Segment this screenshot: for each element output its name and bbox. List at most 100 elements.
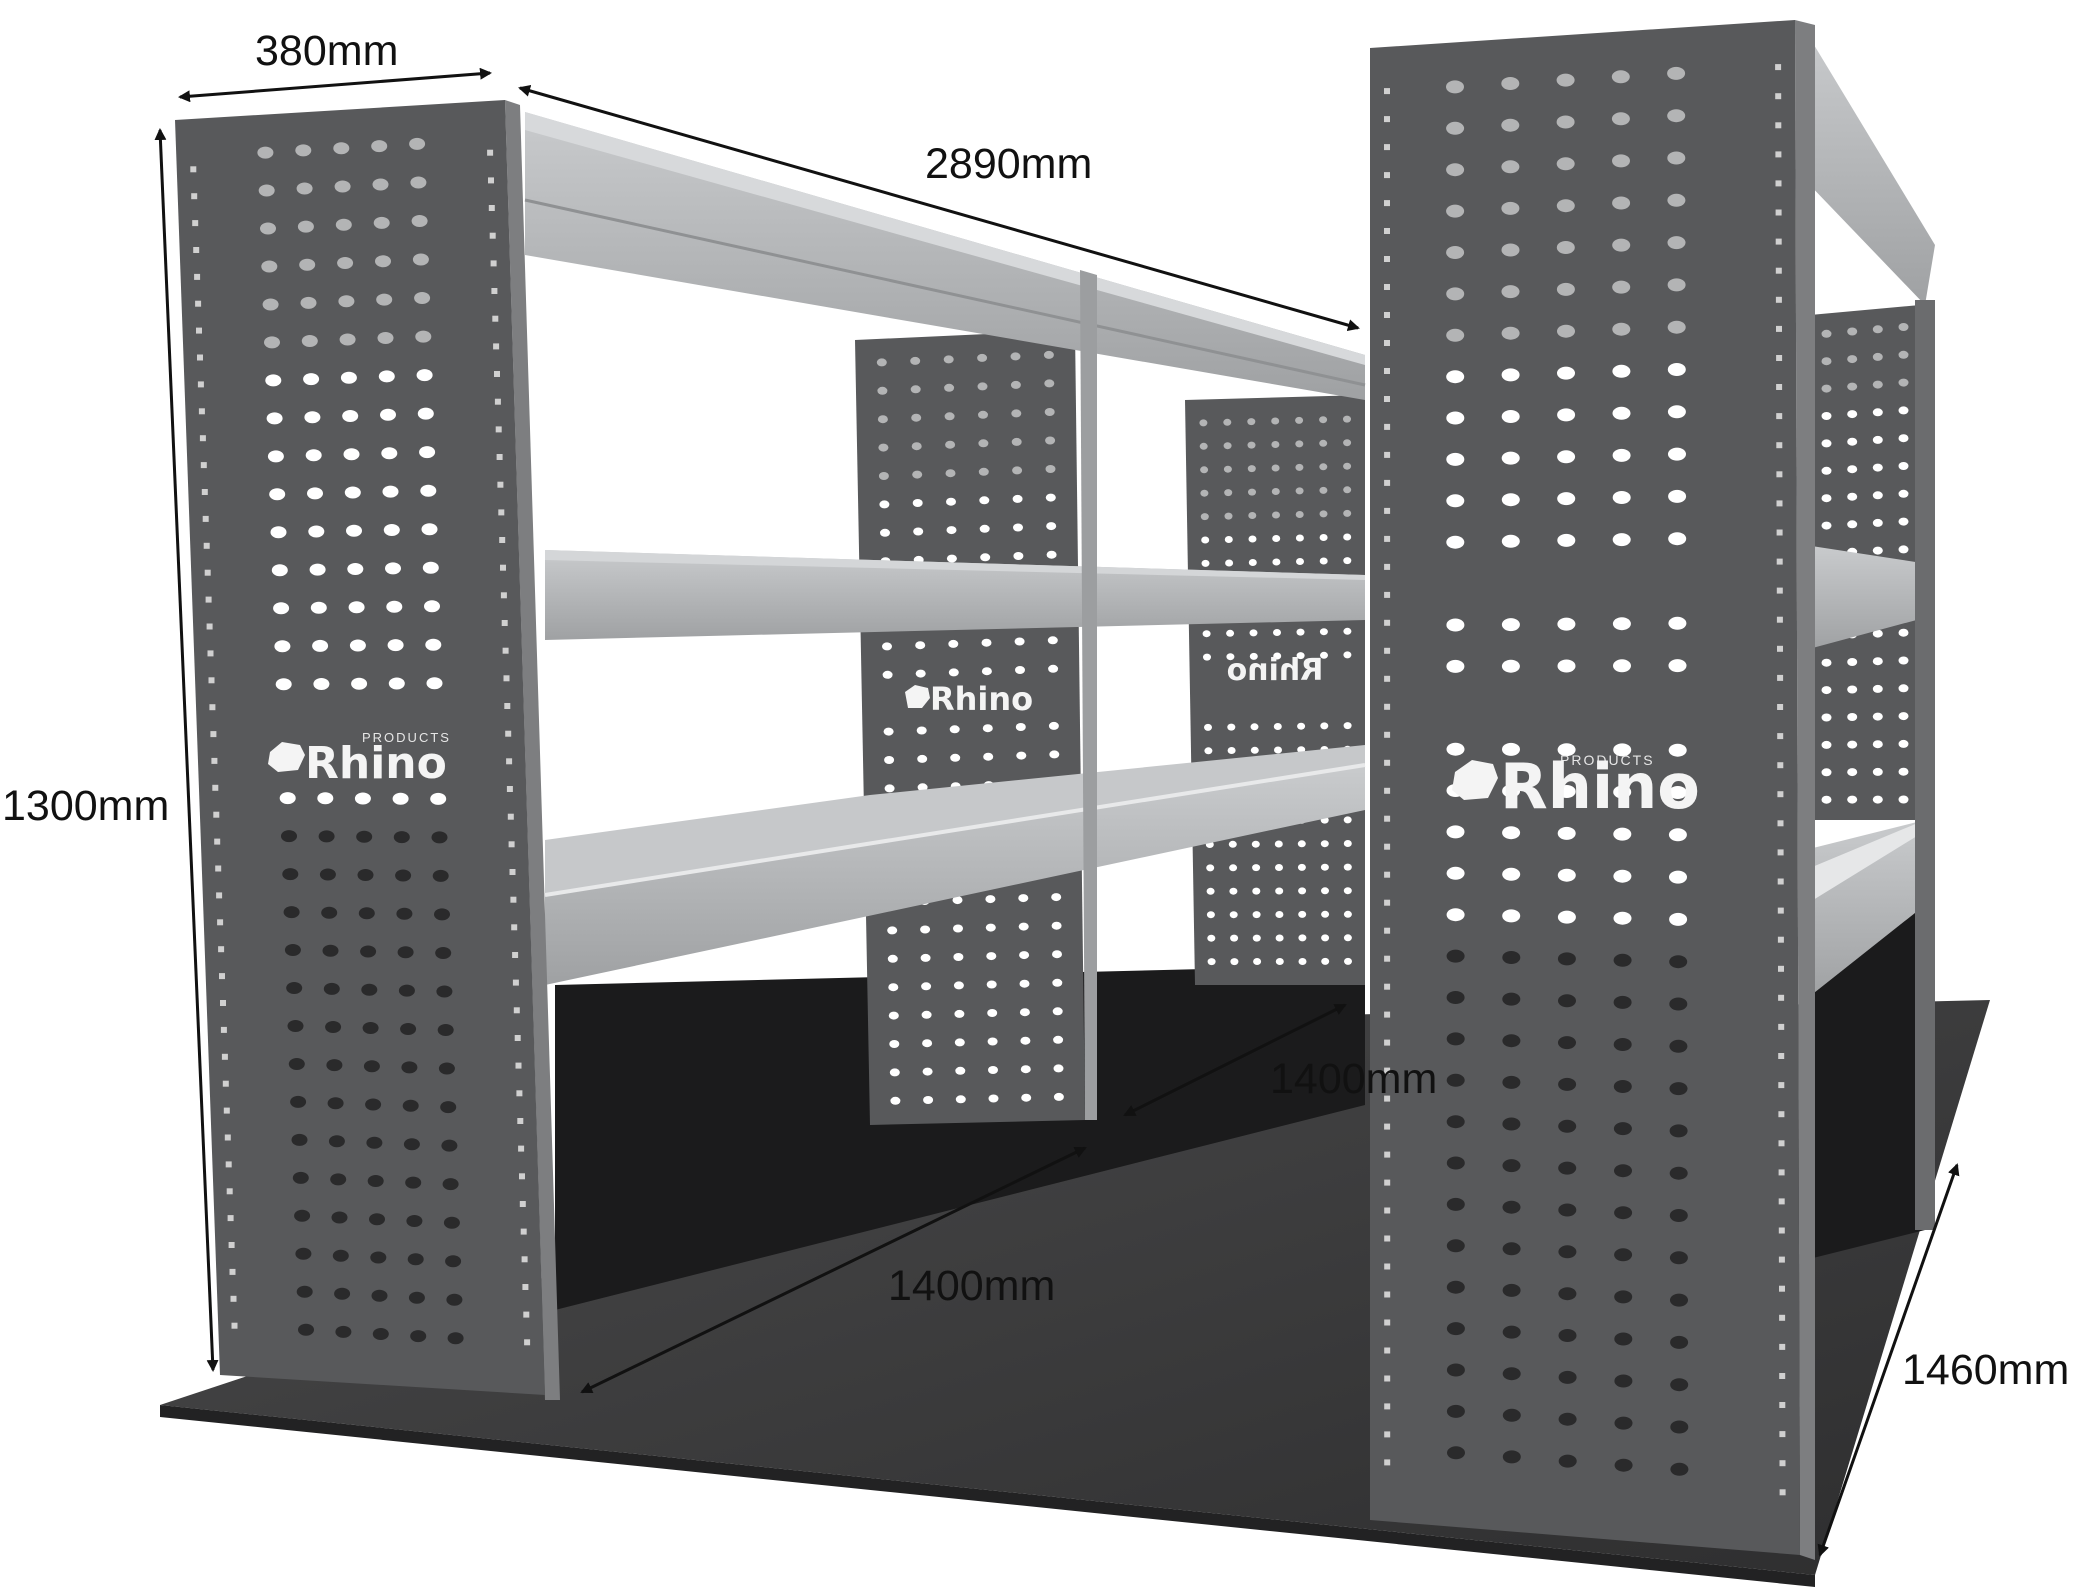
panel-hole [1898,628,1909,637]
edge-hole [510,896,517,903]
panel-hole [1872,463,1883,472]
panel-hole [1502,1283,1521,1297]
panel-hole [1204,747,1213,755]
panel-hole [354,792,371,805]
length-label: 2890mm [925,140,1092,188]
panel-hole [340,371,357,384]
panel-hole [1669,1039,1688,1053]
panel-hole [1670,1293,1688,1307]
panel-hole [1046,522,1057,531]
panel-hole [1295,463,1304,471]
panel-hole [1053,1092,1064,1101]
panel-hole [920,953,931,962]
panel-hole [358,907,375,920]
panel-hole [1010,380,1021,389]
panel-hole [292,1171,309,1184]
panel-hole [378,370,395,383]
panel-hole [988,1094,999,1103]
edge-hole [1777,733,1784,740]
panel-hole [1613,1080,1632,1093]
edge-hole [495,426,502,433]
edge-hole [215,865,222,872]
edge-hole [1384,1011,1391,1018]
panel-hole [1558,1119,1577,1133]
panel-hole [1847,713,1858,721]
panel-hole [1612,322,1631,336]
panel-hole [1557,868,1576,882]
panel-hole [297,220,314,233]
panel-hole [1203,653,1211,661]
rhino-icon [905,685,930,708]
edge-hole [1384,228,1390,234]
panel-hole [258,184,275,197]
left-front-panel-holes [257,137,464,1345]
panel-hole [1612,617,1631,631]
panel-hole [1343,863,1352,871]
panel-hole [889,1068,900,1077]
panel-hole [300,296,317,309]
panel-hole [343,448,360,461]
panel-hole [1669,1124,1688,1138]
panel-hole [1501,618,1520,632]
right-middle-shelf [1805,545,1935,650]
panel-hole [1199,442,1208,450]
panel-hole [412,253,429,266]
panel-hole [257,146,274,159]
panel-hole [369,1213,385,1226]
panel-hole [294,1209,311,1222]
panel-hole [1821,713,1832,722]
panel-hole [284,944,301,956]
edge-hole [200,462,207,469]
panel-hole [1343,722,1352,730]
panel-hole [911,413,922,422]
edge-hole [494,371,500,377]
edge-hole [228,1242,235,1248]
panel-hole [1249,629,1258,637]
panel-hole [327,1097,344,1110]
edge-hole [220,1026,227,1033]
panel-hole [335,1325,352,1338]
panel-hole [441,1139,458,1152]
panel-hole [1898,517,1909,526]
panel-hole [1446,204,1465,218]
panel-hole [434,908,450,921]
panel-hole [1821,768,1832,777]
panel-hole [1667,236,1686,250]
panel-hole [1670,1378,1689,1392]
panel-hole [1557,785,1576,798]
panel-hole [1446,991,1465,1004]
panel-hole [1558,1454,1577,1468]
panel-hole [1295,534,1304,542]
panel-hole [1319,486,1328,494]
panel-hole [1669,1082,1688,1096]
panel-hole [1247,465,1256,473]
panel-hole [1613,1122,1632,1136]
panel-hole [1446,1115,1465,1129]
panel-hole [1898,489,1909,498]
panel-hole [1898,462,1909,470]
edge-hole [1384,675,1391,682]
panel-hole [266,412,283,425]
edge-hole [231,1322,238,1329]
panel-hole [986,952,997,961]
panel-hole [948,668,959,677]
edge-hole [1778,1053,1785,1059]
panel-hole [1847,465,1858,474]
panel-hole [1223,418,1232,426]
bay-rear-label: 1400mm [1270,1055,1437,1103]
panel-hole [1501,326,1520,340]
panel-hole [380,408,396,421]
edge-hole [1384,451,1391,458]
panel-hole [1898,767,1909,776]
edge-hole [192,220,199,227]
panel-hole [1298,934,1307,942]
edge-hole [1384,1207,1391,1214]
edge-hole [196,327,202,334]
edge-hole [1384,927,1391,934]
panel-hole [1343,910,1352,918]
edge-hole [208,677,215,684]
panel-hole [1612,280,1631,294]
edge-hole [519,1173,525,1180]
panel-hole [1613,953,1632,967]
panel-hole [1201,536,1210,544]
